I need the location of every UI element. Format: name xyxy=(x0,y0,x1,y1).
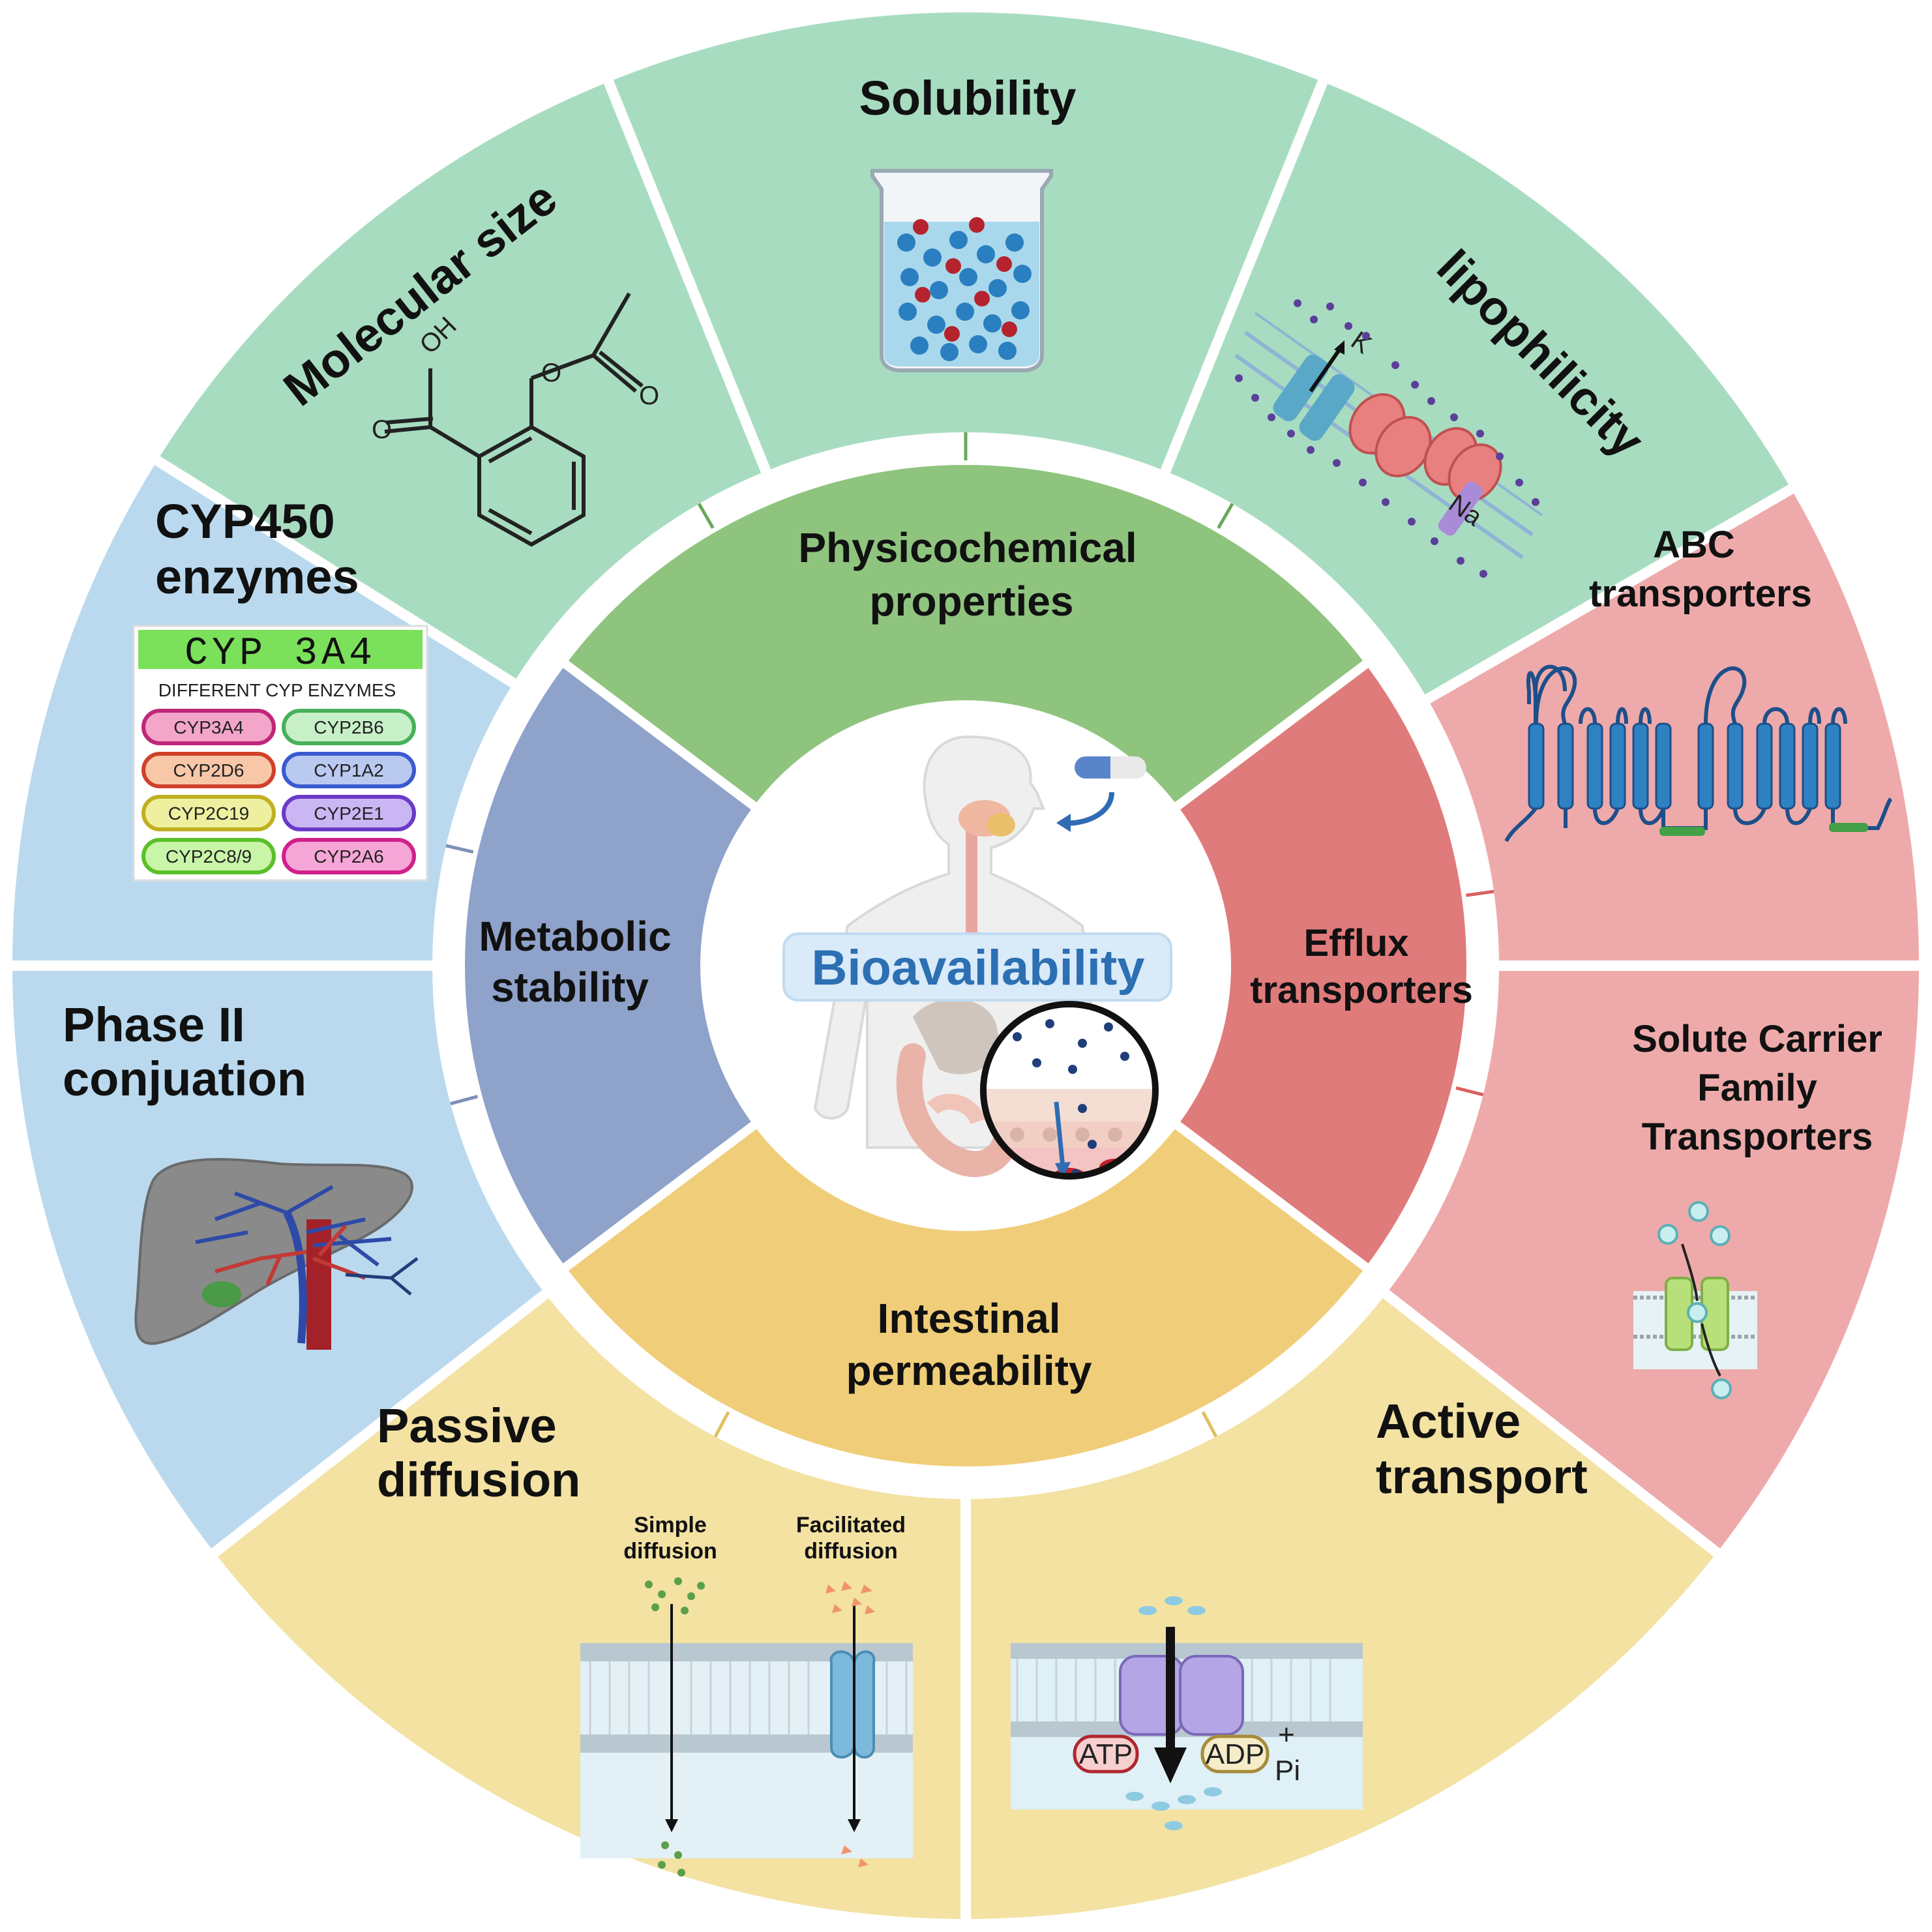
cyp-enzyme-pill xyxy=(282,795,416,831)
plus-label: + xyxy=(1278,1719,1295,1751)
cyp-enzyme-label: CYP2C19 xyxy=(168,803,250,824)
cyp-enzyme-pill xyxy=(282,838,416,874)
center-title: Bioavailability xyxy=(811,940,1144,996)
simple-diffusion-label-line2: diffusion xyxy=(623,1539,717,1564)
liver-icon xyxy=(134,1157,419,1350)
center-title-box xyxy=(782,932,1172,1002)
solubility-label: Solubility xyxy=(859,71,1077,125)
cyp-enzyme-label: CYP2A6 xyxy=(314,846,383,867)
cyp450-label-line1: CYP450 xyxy=(155,494,335,548)
active-label-line1: Active xyxy=(1376,1394,1521,1448)
phase2-label-line1: Phase II xyxy=(63,998,245,1052)
active-label-line2: transport xyxy=(1376,1449,1588,1504)
acetyl-oxygen-label: O xyxy=(639,381,659,410)
slc-label-line1: Solute Carrier xyxy=(1632,1018,1882,1060)
sector-abc-transporters xyxy=(1416,479,1930,971)
slc-label-line2: Family xyxy=(1697,1067,1817,1109)
connector-tick xyxy=(697,503,715,529)
cyp-panel-subtitle: DIFFERENT CYP ENZYMES xyxy=(158,680,396,700)
atp-label: ATP xyxy=(1079,1738,1133,1770)
passive-label-line1: Passive xyxy=(377,1399,557,1453)
efflux-label-line1: Efflux xyxy=(1303,922,1408,964)
physicochemical-label-line2: properties xyxy=(870,578,1074,625)
cyp-enzyme-label: CYP2B6 xyxy=(314,717,383,737)
cyp-enzyme-pill xyxy=(141,709,276,745)
slc-transporter-icon xyxy=(1633,1201,1757,1399)
cyp-enzyme-pill xyxy=(282,709,416,745)
abc-transporter-icon xyxy=(1504,664,1893,842)
passive-label-line2: diffusion xyxy=(377,1453,580,1507)
cyp-enzyme-label: CYP2C8/9 xyxy=(166,846,252,867)
pi-label: Pi xyxy=(1275,1755,1300,1787)
pill-icon xyxy=(1056,756,1146,832)
cyp-enzyme-pill xyxy=(282,752,416,788)
diffusion-membrane-icon xyxy=(580,1577,913,1877)
connector-tick xyxy=(1466,889,1494,897)
inner-ring xyxy=(455,455,1476,1476)
connector-tick xyxy=(1201,1411,1218,1438)
intestinal-label-line2: permeability xyxy=(846,1347,1092,1394)
carbonyl-oxygen-label: O xyxy=(372,415,392,444)
slc-label-line3: Transporters xyxy=(1642,1116,1873,1158)
adp-label: ADP xyxy=(1206,1738,1264,1770)
sector-molecular-size xyxy=(145,70,775,693)
simple-diffusion-label-line1: Simple xyxy=(634,1513,706,1538)
beaker-icon xyxy=(870,169,1053,372)
cyp-panel-title: CYP 3A4 xyxy=(185,632,376,676)
connector-tick xyxy=(450,1095,479,1106)
cyp-enzyme-pill xyxy=(141,795,276,831)
cyp-enzyme-pill xyxy=(141,752,276,788)
abc-label-line2: transporters xyxy=(1589,572,1812,615)
connector-tick xyxy=(713,1411,730,1438)
physicochemical-label-line1: Physicochemical xyxy=(798,524,1137,571)
facilitated-diffusion-label-line1: Facilitated xyxy=(796,1513,906,1538)
aspirin-molecule-icon xyxy=(384,292,644,547)
cyp-enzyme-label: CYP1A2 xyxy=(314,760,383,780)
facilitated-diffusion-label-line2: diffusion xyxy=(804,1539,898,1564)
phase2-label-line2: conjuation xyxy=(63,1052,306,1106)
intestine-lens-icon xyxy=(980,1001,1159,1180)
metabolic-label-line1: Metabolic xyxy=(479,913,671,960)
sector-solute-carrier xyxy=(1375,960,1930,1564)
separator-ticks xyxy=(445,432,1494,1438)
intestinal-label-line1: Intestinal xyxy=(878,1295,1061,1342)
atp-pump-icon xyxy=(1011,1596,1363,1830)
metabolic-label-line2: stability xyxy=(491,964,649,1011)
cyp-enzyme-label: CYP2D6 xyxy=(173,760,245,780)
cyp-enzyme-label: CYP2E1 xyxy=(314,803,383,824)
cyp-enzyme-label: CYP3A4 xyxy=(173,717,243,737)
sector-lipophilicity xyxy=(1157,70,1803,709)
cyp-enzyme-pill xyxy=(141,838,276,874)
cyp450-label-line2: enzymes xyxy=(155,550,359,604)
membrane-channels-icon: K Na xyxy=(1234,299,1543,578)
connector-tick xyxy=(445,844,474,854)
connector-tick xyxy=(1455,1086,1484,1097)
efflux-label-line2: transporters xyxy=(1250,969,1473,1011)
ester-oxygen-label: O xyxy=(541,359,561,387)
connector-tick xyxy=(1217,503,1234,529)
abc-label-line1: ABC xyxy=(1653,524,1735,566)
